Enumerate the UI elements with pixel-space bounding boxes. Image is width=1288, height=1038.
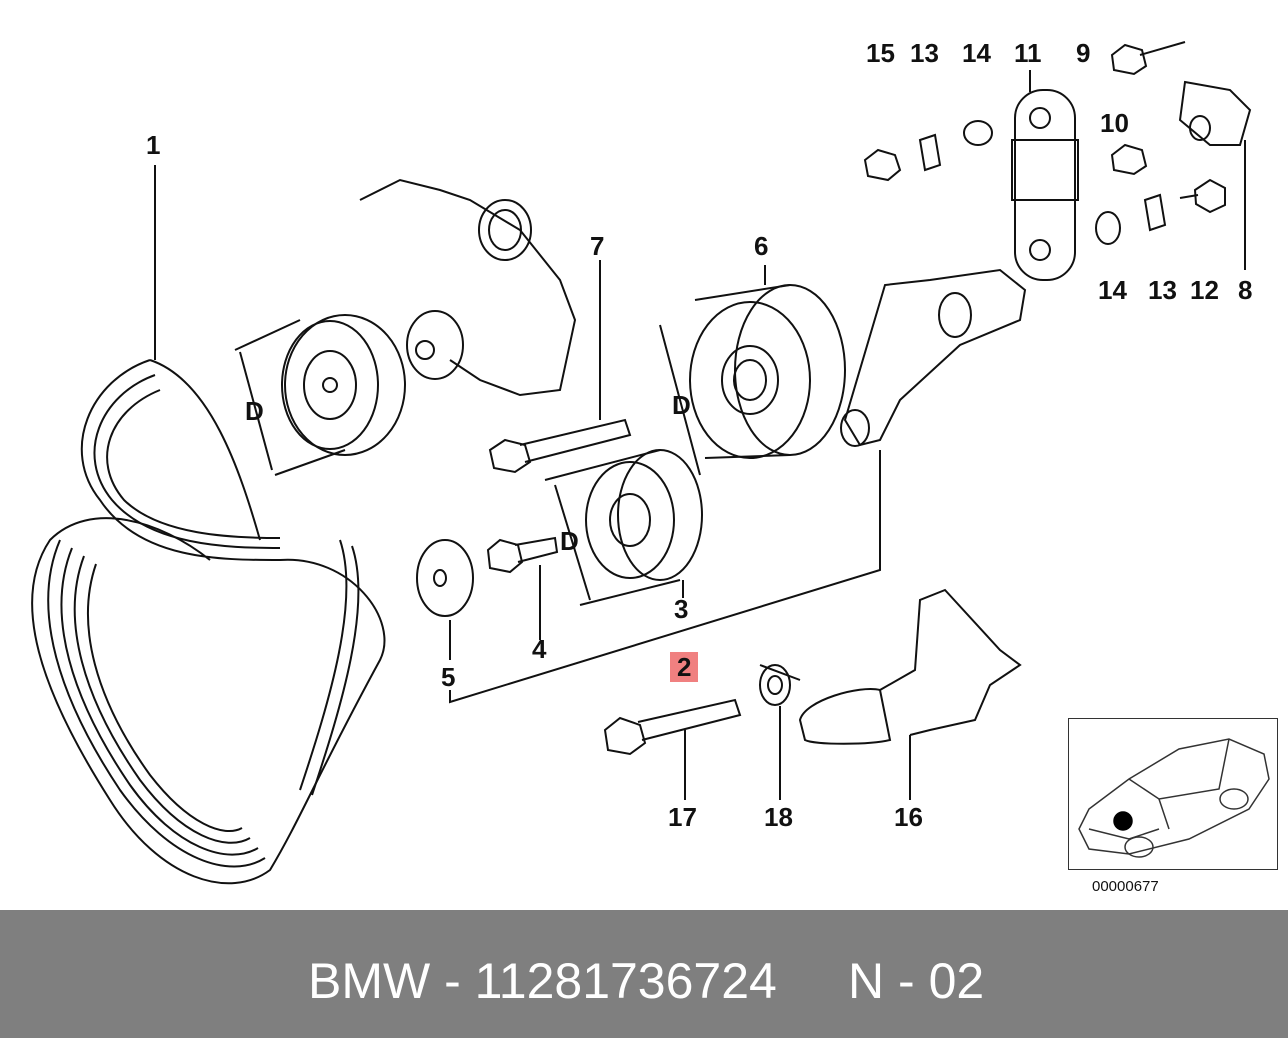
bolt-4-drawing — [416, 450, 881, 704]
part-label-12[interactable]: 12 — [1190, 275, 1219, 305]
part-label-13-top[interactable]: 13 — [910, 38, 939, 68]
footer-separator: - — [444, 953, 461, 1009]
vehicle-location-inset — [1068, 718, 1278, 870]
part-label-5[interactable]: 5 — [441, 662, 456, 692]
engine-block-drawing — [359, 178, 577, 397]
footer-variant-separator: - — [898, 953, 915, 1009]
diagram-drawing — [31, 41, 1252, 885]
part-label-15[interactable]: 15 — [866, 38, 895, 68]
lower-mount-drawing — [603, 588, 1022, 800]
part-label-3[interactable]: 3 — [674, 594, 689, 624]
part-label-18[interactable]: 18 — [764, 802, 793, 832]
bolt-7-drawing — [488, 260, 632, 474]
part-label-14-top[interactable]: 14 — [962, 38, 991, 68]
large-pulley-drawing — [659, 265, 846, 476]
part-label-1[interactable]: 1 — [146, 130, 161, 160]
small-pulley-drawing — [544, 449, 703, 606]
footer-variant-prefix: N — [848, 953, 885, 1009]
tensioner-shock-drawing — [863, 41, 1252, 281]
crank-pulley-drawing — [234, 314, 406, 476]
tensioner-bracket-drawing — [840, 268, 1027, 447]
dimension-label-small-pulley: D — [560, 526, 579, 556]
part-label-14-bottom[interactable]: 14 — [1098, 275, 1127, 305]
dimension-label-large-pulley: D — [672, 390, 691, 420]
footer-part-info: BMW - 11281736724 — [308, 952, 777, 1010]
footer-variant-number: 02 — [928, 953, 985, 1009]
part-label-11[interactable]: 11 — [1014, 38, 1042, 68]
diagram-code: 00000677 — [1092, 878, 1159, 895]
car-thumbnail-icon — [1078, 738, 1270, 858]
part-label-16[interactable]: 16 — [894, 802, 923, 832]
footer-variant: N - 02 — [848, 952, 984, 1010]
part-label-7[interactable]: 7 — [590, 231, 605, 261]
part-label-2-highlighted[interactable]: 2 — [670, 652, 699, 682]
footer-brand: BMW — [308, 953, 431, 1009]
part-label-4[interactable]: 4 — [532, 634, 547, 664]
footer-bar — [0, 910, 1288, 1038]
dimension-label-crank-pulley: D — [245, 396, 264, 426]
part-label-8[interactable]: 8 — [1238, 275, 1253, 305]
part-label-6[interactable]: 6 — [754, 231, 769, 261]
part-label-17[interactable]: 17 — [668, 802, 697, 832]
part-label-10[interactable]: 10 — [1100, 108, 1129, 138]
footer-part-number: 11281736724 — [474, 953, 777, 1009]
part-label-13-bottom[interactable]: 13 — [1148, 275, 1177, 305]
parts-diagram: 1 2 3 4 5 6 7 8 9 10 11 12 13 13 14 14 1… — [31, 38, 1278, 895]
belt-drawing — [31, 165, 386, 885]
part-label-9[interactable]: 9 — [1076, 38, 1091, 68]
